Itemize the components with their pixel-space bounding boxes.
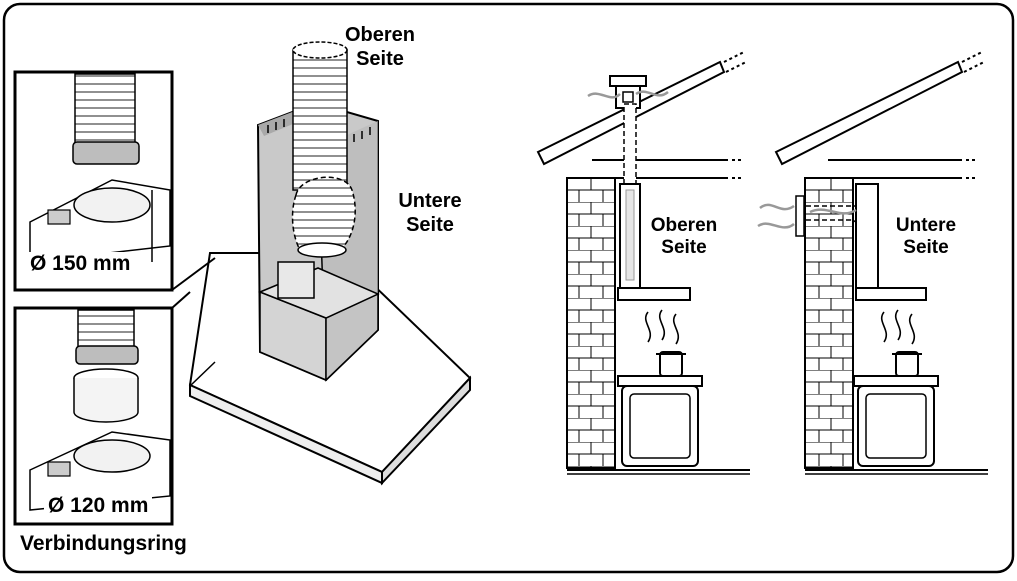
diameter-150-label: Ø 150 mm xyxy=(26,252,135,276)
diameter-120-label: Ø 120 mm xyxy=(44,494,153,518)
scene-wall-exhaust xyxy=(757,51,988,475)
scene-top-label: Oberen Seite xyxy=(650,215,718,259)
hood-top-label: Oberen Seite xyxy=(344,24,416,70)
inset-120-group xyxy=(13,306,174,526)
connection-ring-caption: Verbindungsring xyxy=(20,532,187,555)
scene-bottom-label: Untere Seite xyxy=(895,215,957,259)
hood-group xyxy=(188,41,472,486)
hood-bottom-label: Untere Seite xyxy=(398,190,462,236)
scene-top-exhaust xyxy=(536,51,750,475)
